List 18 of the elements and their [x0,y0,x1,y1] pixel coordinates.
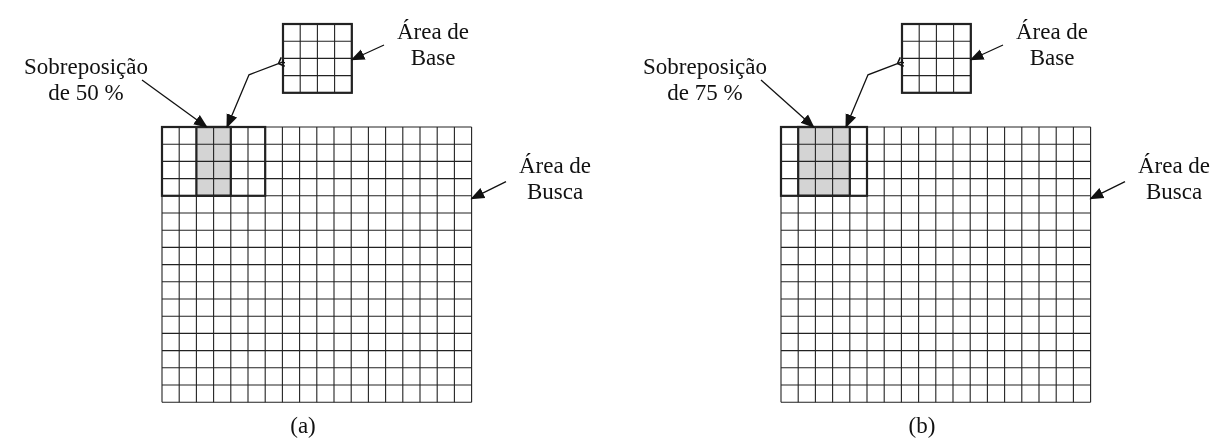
arrow [969,44,1004,61]
base-area-grid [902,24,971,93]
arrow [350,44,385,61]
arrow [760,79,815,128]
base-area-label: Área de Base [384,19,482,71]
overlap-label: Sobreposição de 75 % [635,54,775,106]
panel-caption: (a) [289,413,317,439]
arrow [1089,180,1126,200]
base-area-label: Área de Base [1003,19,1101,71]
arrow [470,180,507,200]
search-area-label: Área de Busca [1125,153,1214,205]
base-area-grid [283,24,352,93]
panel-caption: (b) [907,413,937,439]
search-area-grid [162,127,472,403]
overlap-label: Sobreposição de 50 % [16,54,156,106]
arrow [141,79,208,128]
search-area-label: Área de Busca [506,153,604,205]
search-area-grid [781,127,1091,403]
